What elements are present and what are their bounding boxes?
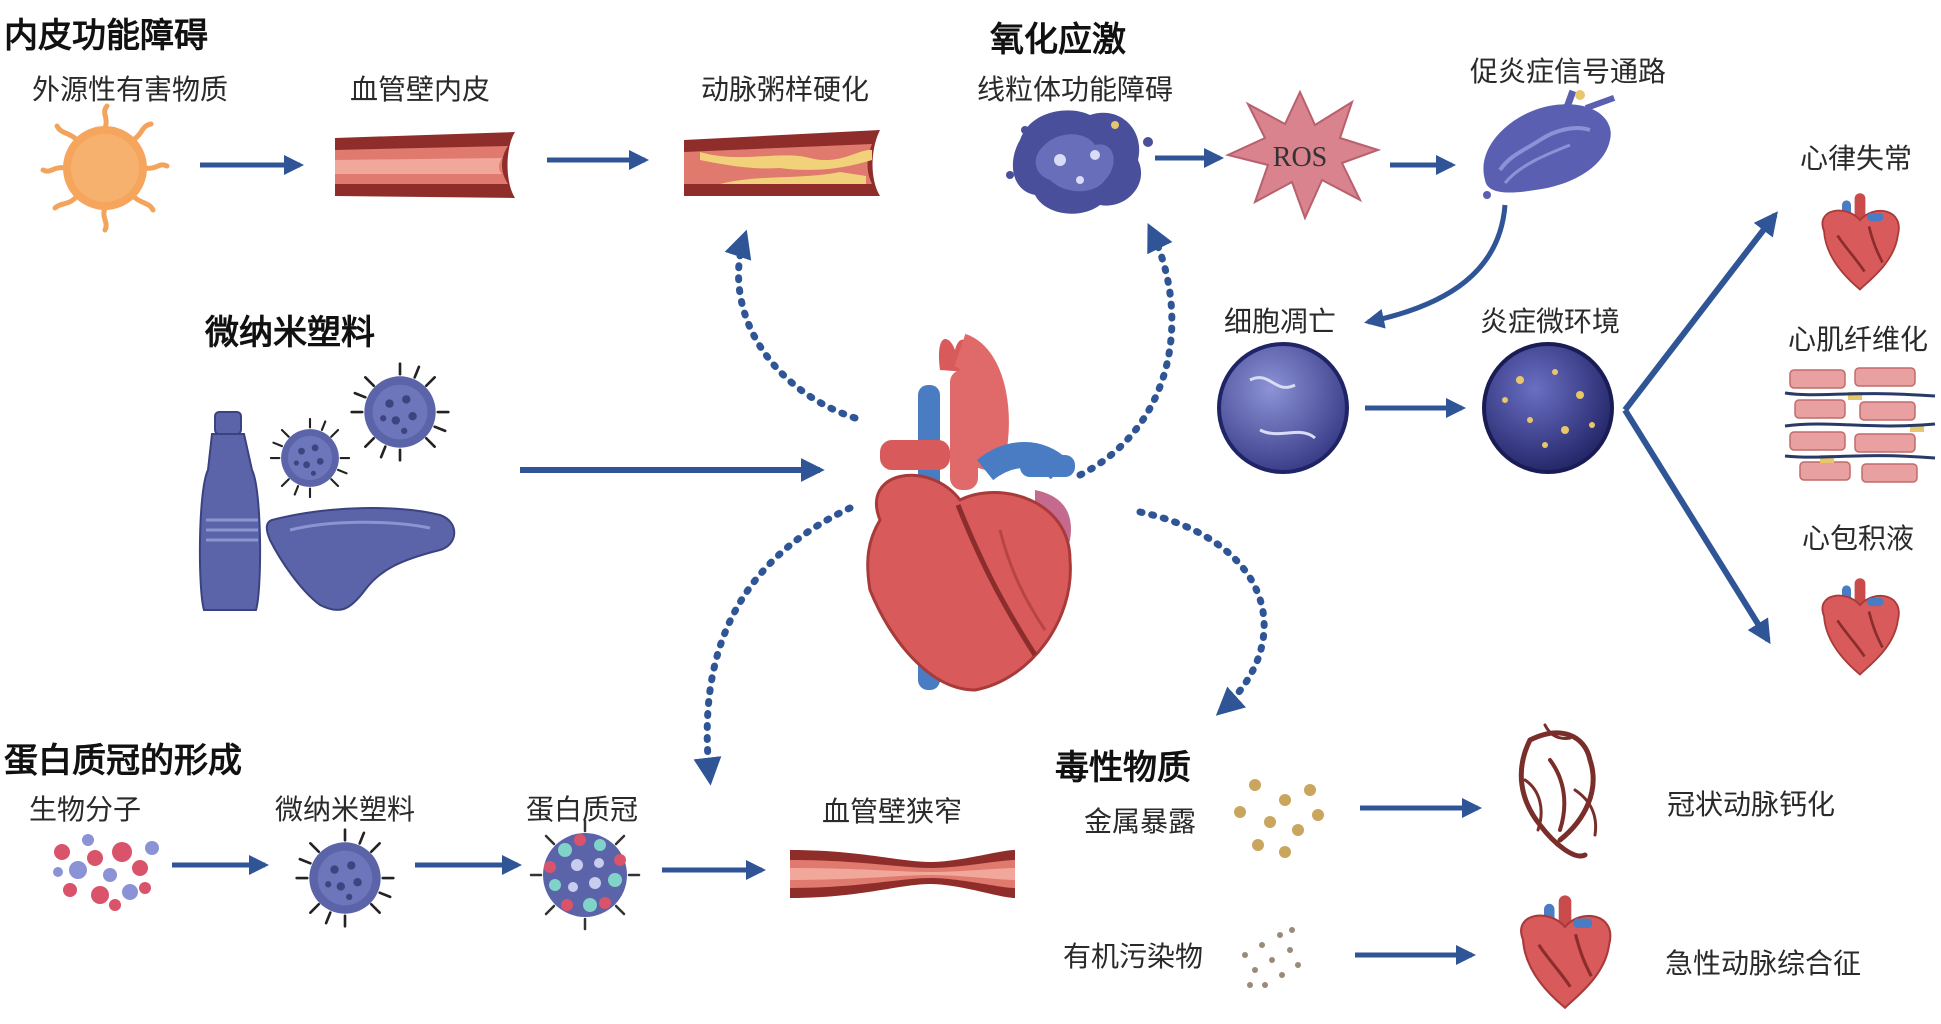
label-atherosclerosis: 动脉粥样硬化	[700, 73, 870, 106]
title-protein-corona-formation: 蛋白质冠的形成	[4, 741, 242, 781]
atherosclerosis-vessel-icon	[684, 130, 880, 196]
title-oxidative-stress: 氧化应激	[990, 20, 1126, 60]
ros-label: ROS	[1273, 142, 1327, 173]
plastic-bag-icon	[265, 507, 456, 611]
label-vascular-endothelium: 血管壁内皮	[349, 73, 491, 106]
biomolecules-icon	[53, 834, 159, 911]
ros-starburst	[1224, 89, 1382, 221]
nanoplastic-particle-large	[350, 362, 450, 462]
label-corona-micro-nanoplastics: 微纳米塑料	[274, 793, 416, 826]
label-vascular-stenosis: 血管壁狭窄	[821, 795, 963, 828]
pericardial-effusion-heart-icon	[1821, 576, 1901, 676]
label-myocardial-fibrosis: 心肌纤维化	[1787, 323, 1929, 356]
label-exogenous-harmful-substances: 外源性有害物质	[31, 73, 229, 106]
plastic-bottle-icon	[198, 411, 262, 611]
arrow-pathway-to-apoptosis	[1364, 204, 1508, 329]
label-arrhythmia: 心律失常	[1799, 142, 1913, 175]
dotted-arrow-to-atherosclerosis	[724, 229, 859, 422]
dotted-arrow-to-oxidative	[1076, 222, 1176, 479]
label-proinflammatory-pathway: 促炎症信号通路	[1469, 55, 1667, 88]
label-coronary-calcification: 冠状动脉钙化	[1666, 788, 1836, 821]
organic-pollutant-particles-icon	[1242, 927, 1301, 988]
nanoplastic-particle-small	[269, 417, 351, 499]
dotted-arrow-to-corona	[693, 504, 854, 786]
branch-arrow-down	[1622, 408, 1771, 645]
acute-syndrome-heart-icon	[1519, 893, 1612, 1010]
mitochondria-dysfunction-icon	[1006, 110, 1153, 214]
vessel-endothelium-icon	[335, 132, 515, 198]
label-biomolecules: 生物分子	[28, 793, 142, 826]
metal-particles-icon	[1234, 779, 1324, 858]
myocardial-fibrosis-icon	[1784, 365, 1936, 485]
dotted-arrow-to-toxic	[1136, 508, 1268, 716]
title-endothelial-dysfunction: 内皮功能障碍	[4, 16, 208, 56]
label-acute-arterial-syndrome: 急性动脉综合征	[1664, 947, 1862, 980]
title-micro-nanoplastics: 微纳米塑料	[205, 313, 375, 353]
inflammation-dots-icon	[1502, 369, 1595, 448]
title-toxic-substances: 毒性物质	[1055, 748, 1191, 788]
vessel-stenosis-icon	[790, 850, 1015, 898]
label-metal-exposure: 金属暴露	[1083, 805, 1197, 838]
label-protein-corona: 蛋白质冠	[525, 793, 639, 826]
label-pericardial-effusion: 心包积液	[1801, 522, 1915, 555]
toxic-cell-icon	[40, 103, 170, 233]
inflammation-sphere-icon	[1482, 342, 1614, 474]
arrhythmia-heart-icon	[1821, 191, 1901, 291]
apoptosis-fragments-icon	[1249, 376, 1316, 440]
heart-central-icon	[866, 333, 1075, 692]
branch-arrow-up	[1622, 211, 1778, 412]
corona-nanoplastic-particle	[295, 828, 395, 928]
label-mitochondrial-dysfunction: 线粒体功能障碍	[976, 73, 1174, 106]
coronary-calcification-icon	[1518, 723, 1598, 859]
label-apoptosis: 细胞凋亡	[1223, 305, 1337, 338]
label-inflammatory-microenvironment: 炎症微环境	[1479, 305, 1621, 338]
protein-corona-icon	[529, 819, 641, 931]
label-organic-pollutants: 有机污染物	[1062, 940, 1204, 973]
mitochondrion-signal-icon	[1483, 89, 1616, 199]
apoptosis-sphere-icon	[1217, 342, 1349, 474]
